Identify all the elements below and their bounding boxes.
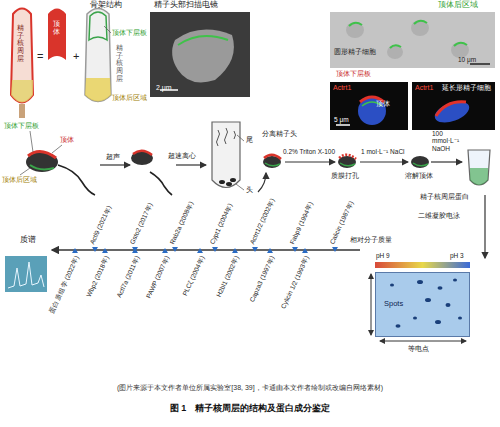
caption: (图片来源于本文作者单位所属实验室[38, 39]，卡通由本文作者绘制或改编自网… [0,384,500,392]
part-label: 头 [246,186,253,194]
part-label: 超速离心 [168,152,196,160]
timeline-label: 蛋白质组学 (2022年) [49,255,81,314]
part-label: 顶体后区域 [2,176,37,184]
part-label: 精子核周层 [116,44,123,82]
part-label: 二维凝胶电泳 [418,212,460,220]
timeline-label: PAWP (2007年) [146,255,171,299]
fluorescence-panel: Actrt1 延长形精子细胞 [412,82,495,130]
part-label: 顶体后区域 [112,94,147,102]
node-text: 顶体 [376,100,390,108]
part-label: 顶体下层板 [112,29,147,37]
part-label: 骨架结构 [90,1,122,10]
timeline-label: Fabp9 (1994年) [289,201,314,245]
figure-title: 图 1 精子核周层的结构及蛋白成分鉴定 [0,403,500,413]
sem-image: 精子头部扫描电镜2 μm [150,12,250,97]
part-label: 尾 [246,136,253,144]
timeline-label: PLCζ (2004年) [182,255,206,297]
part-label: 分离精子头 [262,130,297,138]
fluorescence-panel: Actrt1 顶体 5 μm [330,82,408,130]
part-label: 1 mol·L⁻¹ NaCl [361,148,405,155]
part-label: pH 9 [376,252,390,259]
part-label: 顶体下层板 [336,70,371,78]
fluorescence-panel: 顶体后区域圆形精子细胞10 μm [330,12,495,68]
part-label: 溶解顶体 [405,172,433,180]
timeline-label: Wbp2 (2018年) [86,255,111,298]
node-text: Spots [384,300,403,309]
timeline-label: Gsto2 (2017年) [129,202,154,245]
timeline-label: H2bl1 (2002年) [216,255,241,298]
node-text: 精子头部扫描电镜 [154,1,218,10]
gel-box: Spots [375,272,470,337]
timeline-label: Rab2a (2008年) [169,200,195,245]
part-label: 质膜打孔 [331,172,359,180]
timeline-label: Capza3 (1997年) [249,255,276,303]
part-label: 等电点 [408,345,429,353]
part-label: 精子核周层 [17,24,24,62]
part-label: 精子核周层蛋白 [420,193,469,201]
part-label: 顶体下层板 [4,122,39,130]
node-text: 顶体后区域 [438,1,478,10]
node-text: Actrt1 [333,84,351,92]
node-text: Actrt1 [415,84,433,92]
part-label: pH 3 [450,252,464,259]
part-label: 顶体 [60,136,74,144]
part-label: 100 mmol·L⁻¹ NaOH [432,130,466,152]
part-label: 质谱 [20,236,36,245]
node-text: 10 μm [458,56,476,63]
operator-symbol: + [73,50,79,63]
part-label: 相对分子质量 [350,236,392,244]
timeline-label: Actl7a (2011年) [116,255,141,299]
timeline-label: Cylicin 1/2 (1993年) [281,255,311,310]
part-label: 顶体 [53,20,60,35]
operator-symbol: = [37,50,43,63]
node-text: 延长形精子细胞 [442,84,491,92]
node-text: 圆形精子细胞 [334,48,376,56]
timeline-label: Actrt1/2 (2002年) [249,197,276,245]
node-text: 2 μm [156,84,172,92]
timeline-label: Cypt1 (2004年) [209,202,234,245]
part-label: 0.2% Triton X-100 [283,148,335,155]
part-label: 超声 [106,153,120,161]
node-text: 5 μm [334,116,349,123]
timeline-label: Actl9 (2021年) [89,204,113,245]
